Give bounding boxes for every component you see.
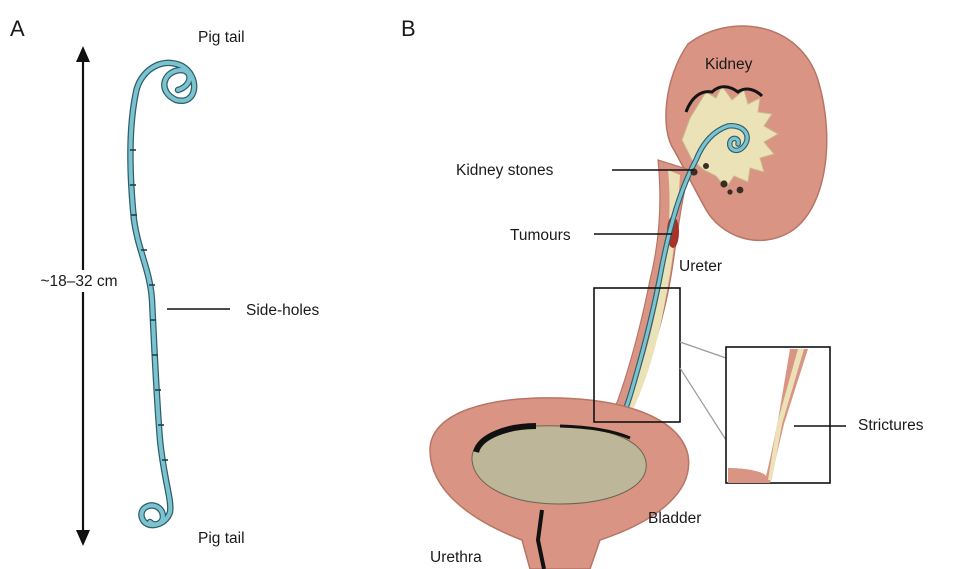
bottom-pigtail-label: Pig tail (198, 530, 245, 547)
kidney-stones-label: Kidney stones (456, 162, 554, 179)
tumours-label: Tumours (510, 227, 571, 244)
stricture-inset (726, 347, 830, 483)
bladder-label: Bladder (648, 510, 701, 527)
stent (130, 63, 194, 525)
zoom-connector-top (680, 342, 726, 358)
ureter (590, 160, 690, 442)
panel-a-letter: A (10, 16, 25, 41)
top-pigtail-label: Pig tail (198, 29, 245, 46)
ureter-label: Ureter (679, 258, 722, 275)
length-label: ~18–32 cm (40, 273, 117, 290)
panel-b-letter: B (401, 16, 416, 41)
urethra-label: Urethra (430, 549, 482, 566)
length-arrow (76, 46, 90, 546)
strictures-label: Strictures (858, 417, 924, 434)
kidney-label: Kidney (705, 56, 753, 73)
side-holes-label: Side-holes (246, 302, 319, 319)
zoom-connector-bottom (680, 368, 726, 440)
bladder (430, 398, 689, 569)
